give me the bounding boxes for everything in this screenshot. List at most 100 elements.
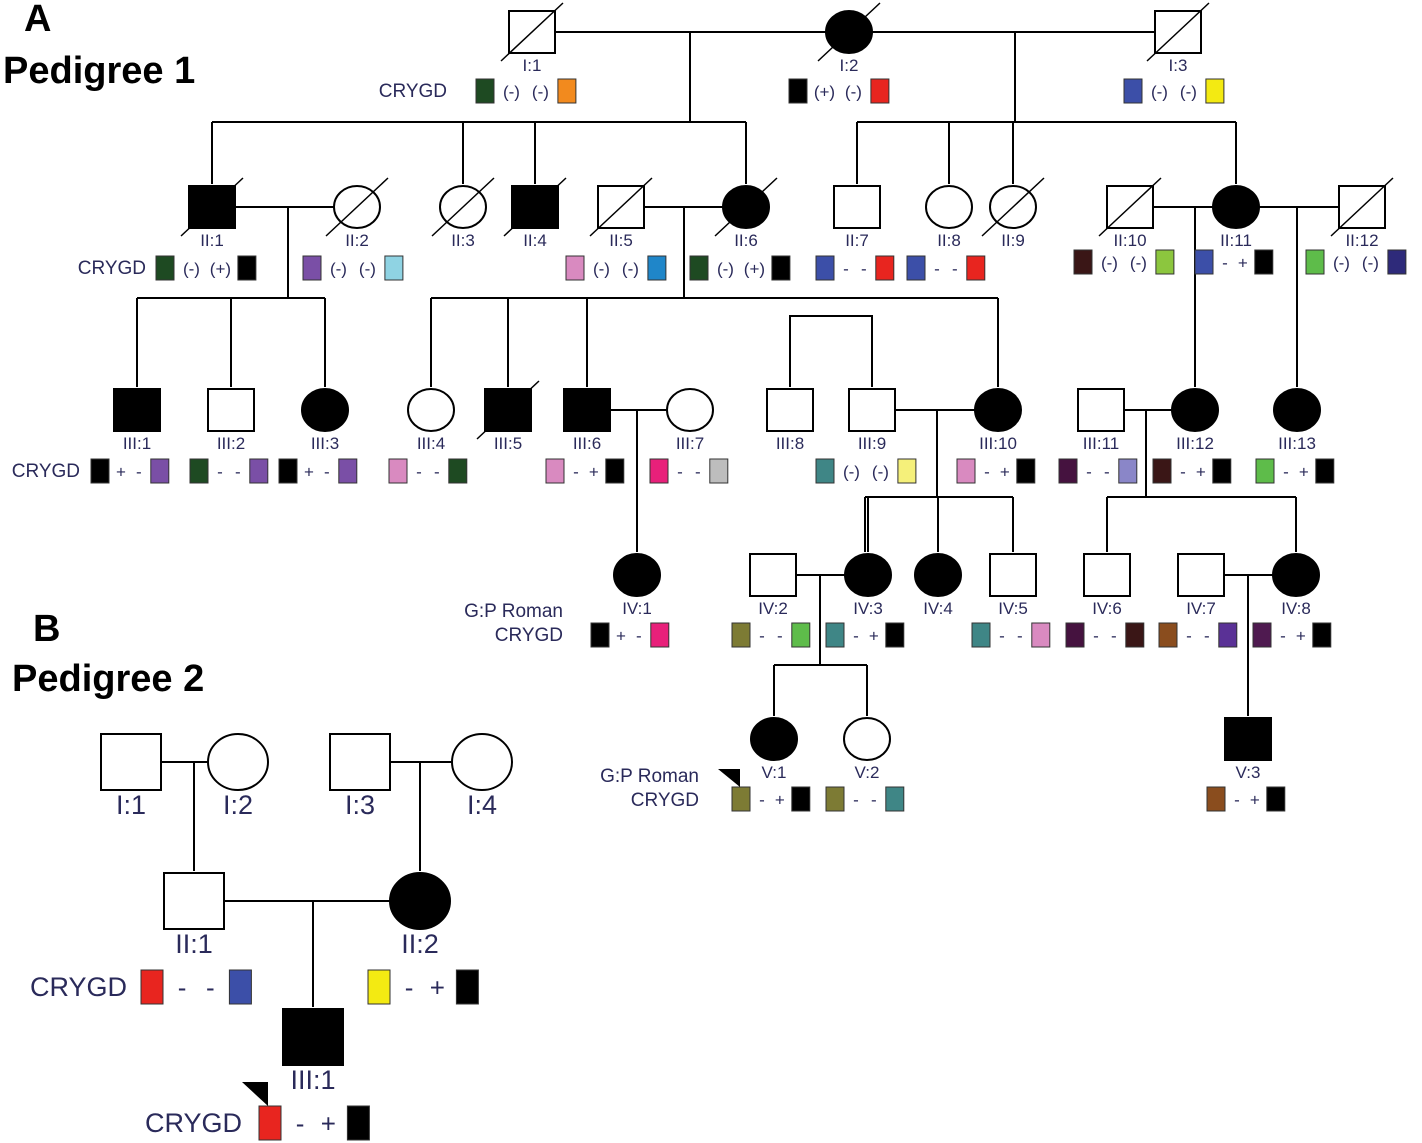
individual-IV-4: IV:4 (914, 553, 962, 618)
haplotype-swatch-red (140, 969, 164, 1005)
haplotype-swatch-olive (731, 786, 751, 812)
haplotype-swatch-black (590, 622, 610, 648)
allele-status: + (1299, 463, 1309, 482)
affected-female-symbol (914, 553, 962, 597)
allele-status: - (759, 791, 765, 810)
individual-id-label: II:7 (845, 231, 869, 250)
individual-id-label: V:3 (1236, 763, 1261, 782)
individual-IV-5: IV:5 (989, 553, 1037, 618)
allele-status: (+) (210, 260, 231, 279)
affected-female-symbol (1212, 185, 1260, 229)
haplotype-swatch-plum (1252, 622, 1272, 648)
deceased-slash (476, 380, 540, 440)
haplotype-bar-III-13: -+ (1255, 458, 1335, 484)
allele-status: - (1104, 463, 1110, 482)
haplotype-swatch-dkpurple (1058, 458, 1078, 484)
haplotype-swatch-black (605, 458, 625, 484)
haplotype-swatch-yellow (367, 969, 391, 1005)
individual-id-label: II:10 (1113, 231, 1146, 250)
allele-status: (-) (1151, 83, 1168, 102)
haplotype-swatch-pink (1031, 622, 1051, 648)
deceased-slash (431, 177, 495, 237)
individual-I-3: I:3 (1146, 2, 1210, 75)
individual-I-1: I:1 (100, 733, 162, 820)
individual-id-label: V:1 (762, 763, 787, 782)
haplotype-swatch-maroon (1125, 622, 1145, 648)
haplotype-bar-IV-2: -- (731, 622, 811, 648)
individual-I-4: I:4 (451, 733, 513, 820)
individual-I-2: I:2 (207, 733, 269, 820)
allele-status: (-) (593, 260, 610, 279)
haplotype-bar-II-2: (-)(-) (302, 255, 404, 281)
unaffected-male-symbol (100, 733, 162, 791)
allele-status: (-) (532, 83, 549, 102)
affected-female-symbol (301, 388, 349, 432)
haplotype-bar-III-2: -- (189, 458, 269, 484)
haplotype-swatch-dkgreen (155, 255, 175, 281)
haplotype-swatch-lavender (1118, 458, 1138, 484)
allele-status: - (324, 463, 330, 482)
haplotype-swatch-blue (228, 969, 252, 1005)
individual-II-1: II:1 (163, 872, 225, 959)
individual-III-2: III:2 (207, 388, 255, 453)
affected-female-symbol (1171, 388, 1219, 432)
haplotype-swatch-black (1016, 458, 1036, 484)
individual-II-11: II:11 (1212, 185, 1260, 250)
individual-id-label: III:11 (1083, 434, 1120, 453)
individual-id-label: II:5 (609, 231, 633, 250)
haplotype-swatch-dkgreen (448, 458, 468, 484)
gene-label: CRYGD (495, 625, 563, 646)
individual-id-label: II:2 (345, 231, 369, 250)
individual-III-1: III:1 (113, 388, 161, 453)
individual-III-6: III:6 (563, 388, 611, 453)
allele-status: (-) (717, 260, 734, 279)
individual-id-label: IV:3 (853, 599, 883, 618)
haplotype-bar-I-2: (+)(-) (788, 78, 890, 104)
affected-male-symbol (113, 388, 161, 432)
haplotype-bar-II-1: (-)(+) (155, 255, 257, 281)
allele-status: - (296, 1109, 305, 1139)
unaffected-male-symbol (1077, 388, 1125, 432)
individual-id-label: III:3 (311, 434, 339, 453)
haplotype-swatch-yellow (1205, 78, 1225, 104)
unaffected-male-symbol (329, 733, 391, 791)
haplotype-label: G:P Roman (464, 601, 563, 622)
haplotype-bar-IV-8: -+ (1252, 622, 1332, 648)
individual-II-7: II:7 (833, 185, 881, 250)
gene-label: CRYGD (78, 258, 146, 279)
allele-status: - (984, 463, 990, 482)
individual-id-label: IV:7 (1186, 599, 1216, 618)
haplotype-swatch-ltblue (384, 255, 404, 281)
haplotype-bar-II-2-ped2: -+ (367, 969, 479, 1005)
allele-status: (+) (814, 83, 835, 102)
allele-status: - (434, 463, 440, 482)
haplotype-swatch-olive (825, 786, 845, 812)
haplotype-swatch-black (278, 458, 298, 484)
haplotype-swatch-teal (971, 622, 991, 648)
proband-arrow (242, 1082, 268, 1106)
individual-I-3: I:3 (329, 733, 391, 820)
haplotype-swatch-maroon (1152, 458, 1172, 484)
haplotype-swatch-black (791, 786, 811, 812)
individual-id-label: I:2 (223, 790, 253, 820)
haplotype-swatch-green (1255, 458, 1275, 484)
allele-status: - (1093, 627, 1099, 646)
haplotype-label: G:P Roman (600, 766, 699, 787)
individual-id-label: IV:1 (622, 599, 652, 618)
allele-status: - (416, 463, 422, 482)
individual-id-label: IV:2 (758, 599, 788, 618)
allele-status: - (999, 627, 1005, 646)
individual-III-3: III:3 (301, 388, 349, 453)
individual-V-2: V:2 (843, 717, 891, 782)
haplotype-swatch-red (870, 78, 890, 104)
individual-II-2: II:2 (325, 177, 389, 250)
haplotype-swatch-teal (815, 458, 835, 484)
individual-id-label: III:9 (858, 434, 886, 453)
individual-id-label: II:12 (1345, 231, 1378, 250)
individual-id-label: IV:4 (923, 599, 953, 618)
haplotype-swatch-pink (545, 458, 565, 484)
unaffected-male-symbol (848, 388, 896, 432)
haplotype-swatch-black (1254, 249, 1274, 275)
allele-status: - (235, 463, 241, 482)
